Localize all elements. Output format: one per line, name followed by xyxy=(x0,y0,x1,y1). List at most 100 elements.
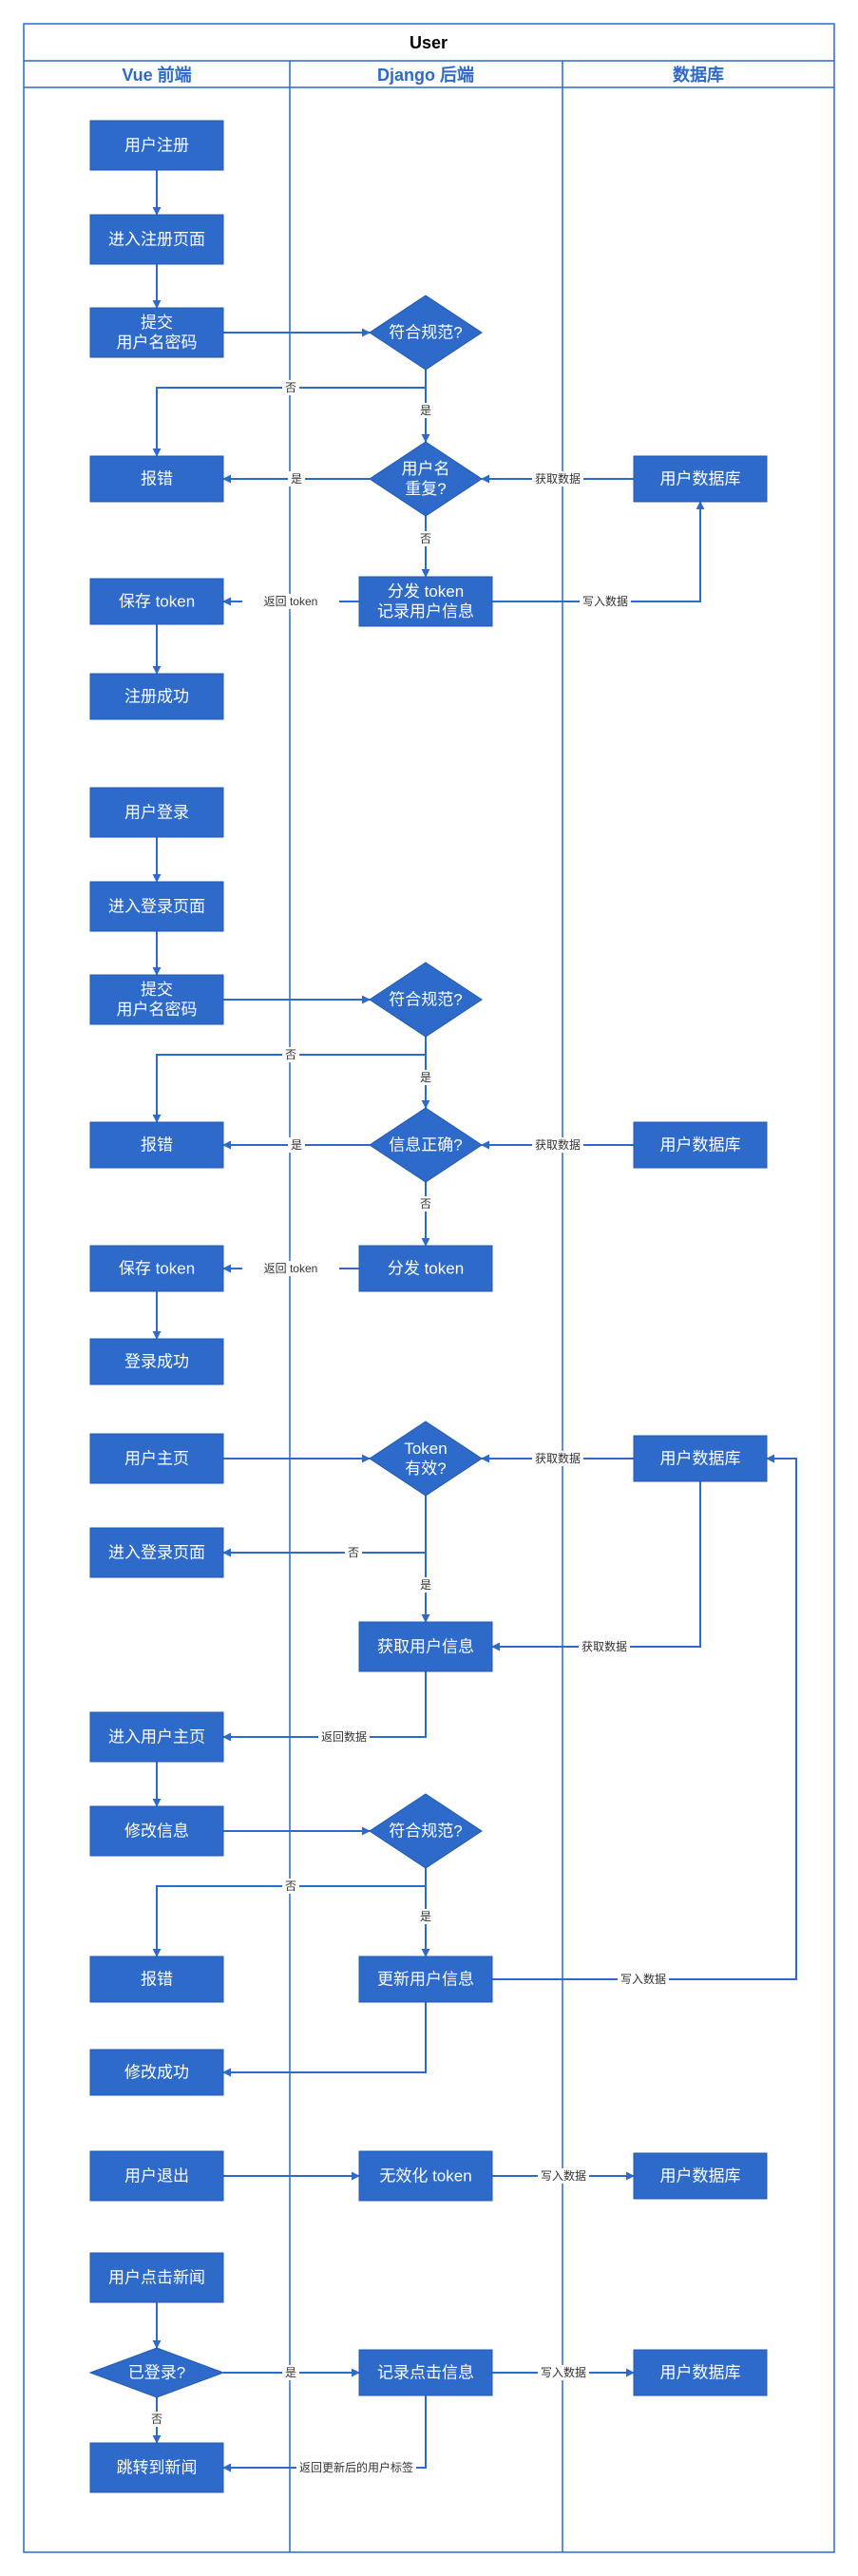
edge-label: 返回 token xyxy=(264,595,318,608)
node-label: 进入登录页面 xyxy=(108,898,205,916)
edge-update-info-to-home-db xyxy=(492,1454,797,1980)
pool-title: User xyxy=(410,33,448,52)
edge-label-bg xyxy=(579,1639,630,1654)
edge-label: 否 xyxy=(285,381,296,394)
edge-label-bg xyxy=(417,1909,434,1924)
edge-label: 否 xyxy=(151,2413,162,2426)
process-box xyxy=(89,2252,224,2303)
node-reg-page: 进入注册页面 xyxy=(89,214,224,265)
node-label: 进入用户主页 xyxy=(108,1728,205,1746)
node-label: 符合规范? xyxy=(389,991,462,1009)
process-box xyxy=(633,2152,768,2200)
process-box xyxy=(89,2150,224,2202)
process-box xyxy=(633,1435,768,1482)
node-label: 分发 token xyxy=(388,1260,464,1278)
node-label: 用户数据库 xyxy=(660,1136,741,1154)
decision-diamond xyxy=(369,295,483,371)
process-box xyxy=(89,881,224,932)
node-label: 记录用户信息 xyxy=(377,602,474,620)
edge-label: 获取数据 xyxy=(535,1137,581,1152)
node-login-start: 用户登录 xyxy=(89,787,224,838)
node-label: 符合规范? xyxy=(389,324,462,342)
process-box xyxy=(89,1527,224,1578)
decision-diamond xyxy=(369,441,483,517)
process-box xyxy=(89,673,224,720)
edge-label-bg xyxy=(345,1545,362,1560)
edge-label-bg xyxy=(532,1137,583,1153)
process-box xyxy=(89,307,224,358)
edge-label-bg xyxy=(282,380,299,395)
node-logout: 用户退出 xyxy=(89,2150,224,2202)
edge-get-info-to-enter-home xyxy=(222,1671,427,1742)
node-label: 报错 xyxy=(141,1971,173,1989)
node-label: 用户名密码 xyxy=(117,334,198,352)
pool-border xyxy=(23,23,835,2553)
node-label: 记录点击信息 xyxy=(377,2364,474,2382)
node-label: 报错 xyxy=(141,470,173,488)
edge-label-bg xyxy=(417,403,434,418)
decision-diamond xyxy=(369,1793,483,1869)
edge-label-bg xyxy=(417,1196,434,1212)
process-box xyxy=(358,576,493,627)
node-login-db: 用户数据库 xyxy=(633,1121,768,1169)
process-box xyxy=(633,2349,768,2396)
decision-diamond xyxy=(369,1107,483,1183)
node-label: 注册成功 xyxy=(124,688,189,706)
edge-label: 是 xyxy=(420,404,431,417)
node-label: 保存 token xyxy=(119,1260,195,1278)
node-click-news: 用户点击新闻 xyxy=(89,2252,224,2303)
edge-label: 否 xyxy=(348,1546,359,1559)
process-box xyxy=(89,455,224,503)
process-box xyxy=(89,787,224,838)
edge-label-bg xyxy=(532,1451,583,1466)
node-label: 用户主页 xyxy=(124,1450,189,1468)
edge-label: 返回更新后的用户标签 xyxy=(299,2460,413,2474)
edge-label-bg xyxy=(417,1070,434,1085)
edge-label-bg xyxy=(296,2460,416,2475)
node-label: 重复? xyxy=(405,480,446,498)
process-box xyxy=(89,1805,224,1857)
edge-label: 获取数据 xyxy=(535,471,581,486)
node-label: 进入注册页面 xyxy=(108,231,205,249)
node-invalidate: 无效化 token xyxy=(358,2150,493,2202)
decision-diamond xyxy=(88,2347,225,2398)
edge-label-bg xyxy=(242,594,339,609)
node-label: 用户点击新闻 xyxy=(108,2269,205,2287)
decision-diamond xyxy=(369,962,483,1038)
node-label: 保存 token xyxy=(119,593,195,611)
process-box xyxy=(89,974,224,1025)
edge-label: 写入数据 xyxy=(582,594,628,608)
edge-label: 返回数据 xyxy=(321,1729,367,1744)
edge-token-valid-to-goto-login xyxy=(222,1496,427,1557)
edge-label: 获取数据 xyxy=(535,1451,581,1465)
node-label: 无效化 token xyxy=(379,2167,471,2185)
process-box xyxy=(89,1338,224,1385)
edge-label-bg xyxy=(538,2365,589,2380)
node-login-check: 信息正确? xyxy=(369,1107,483,1183)
node-edit-success: 修改成功 xyxy=(89,2049,224,2096)
edge-label: 写入数据 xyxy=(541,2168,586,2183)
node-reg-err: 报错 xyxy=(89,455,224,503)
edge-home-db-to-get-info xyxy=(491,1481,701,1651)
node-goto-login: 进入登录页面 xyxy=(89,1527,224,1578)
edge-label-bg xyxy=(318,1729,370,1745)
edge-label: 返回 token xyxy=(264,1262,318,1275)
process-box xyxy=(89,1433,224,1484)
edge-label: 否 xyxy=(285,1880,296,1893)
node-label: 更新用户信息 xyxy=(377,1971,474,1989)
edge-label: 是 xyxy=(291,472,302,486)
edge-label: 是 xyxy=(420,1578,431,1592)
node-label: 用户注册 xyxy=(124,137,189,155)
node-label: 分发 token xyxy=(388,582,464,601)
node-label: 修改信息 xyxy=(124,1822,189,1841)
node-click-db: 用户数据库 xyxy=(633,2349,768,2396)
node-home: 用户主页 xyxy=(89,1433,224,1484)
node-label: 提交 xyxy=(141,981,173,999)
edge-label-bg xyxy=(580,594,631,609)
